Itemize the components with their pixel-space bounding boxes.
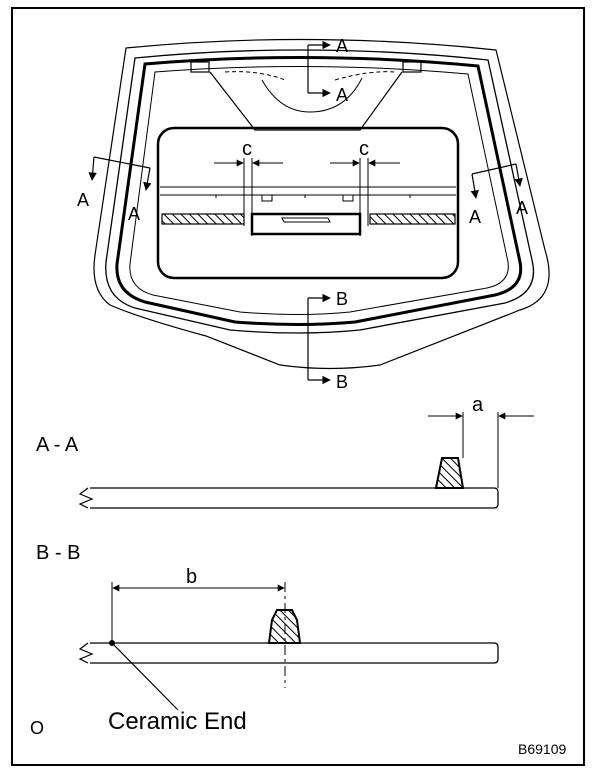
- ceramic-end-point: [109, 640, 115, 646]
- mirror-mount-dash: [224, 71, 286, 81]
- section-a-right1-label: A: [469, 207, 481, 227]
- section-a-right2-label: A: [516, 198, 528, 218]
- aa-glass: [90, 487, 499, 509]
- view-bb-title: B - B: [36, 542, 80, 564]
- section-line-a-left: [88, 156, 152, 191]
- hatch-strip-left: [161, 213, 245, 225]
- view-aa-title: A - A: [36, 434, 79, 456]
- section-b-bottom-label: B: [336, 372, 348, 392]
- glass-outer-edge: [93, 38, 550, 370]
- figure-code: B69109: [518, 741, 566, 757]
- panel-notches: [215, 195, 411, 202]
- page-frame: [11, 7, 585, 766]
- section-aa-view: [78, 412, 534, 509]
- section-bb-view: [78, 582, 499, 711]
- molding-inner: [115, 55, 523, 326]
- dim-a-label: a: [472, 394, 484, 416]
- section-a-top2-label: A: [336, 85, 348, 105]
- section-b-top-label: B: [336, 289, 348, 309]
- center-stopper-slot: [281, 217, 331, 223]
- mirror-mount-area: [209, 71, 403, 131]
- section-line-b: [307, 293, 331, 385]
- windshield-top-view: [93, 38, 550, 370]
- ceramic-band: [129, 65, 509, 315]
- clip-top-right: [402, 61, 422, 73]
- hatch-strip-right: [369, 213, 456, 225]
- clip-top-left: [190, 61, 210, 73]
- aa-molding: [434, 457, 465, 489]
- inner-panel: [156, 126, 460, 280]
- section-line-a-top: [307, 40, 331, 98]
- section-a-left1-label: A: [77, 190, 89, 210]
- dim-c-right-label: c: [359, 138, 369, 160]
- section-a-left2-label: A: [128, 204, 140, 224]
- section-line-a-right: [470, 163, 523, 199]
- ceramic-end-leader: [111, 642, 179, 711]
- molding-outer: [105, 49, 534, 334]
- mirror-mount-dash2: [334, 71, 396, 81]
- dim-b-label: b: [186, 566, 197, 588]
- center-stopper: [250, 212, 362, 236]
- bb-glass: [90, 642, 499, 664]
- aa-break-mark: [78, 487, 94, 509]
- dim-c-left-label: c: [242, 138, 252, 160]
- mirror-mount-inner: [261, 77, 363, 113]
- section-a-top-label: A: [336, 36, 348, 56]
- ceramic-end-label: Ceramic End: [108, 708, 247, 735]
- corner-mark: O: [30, 718, 44, 738]
- bb-break-mark: [78, 642, 94, 664]
